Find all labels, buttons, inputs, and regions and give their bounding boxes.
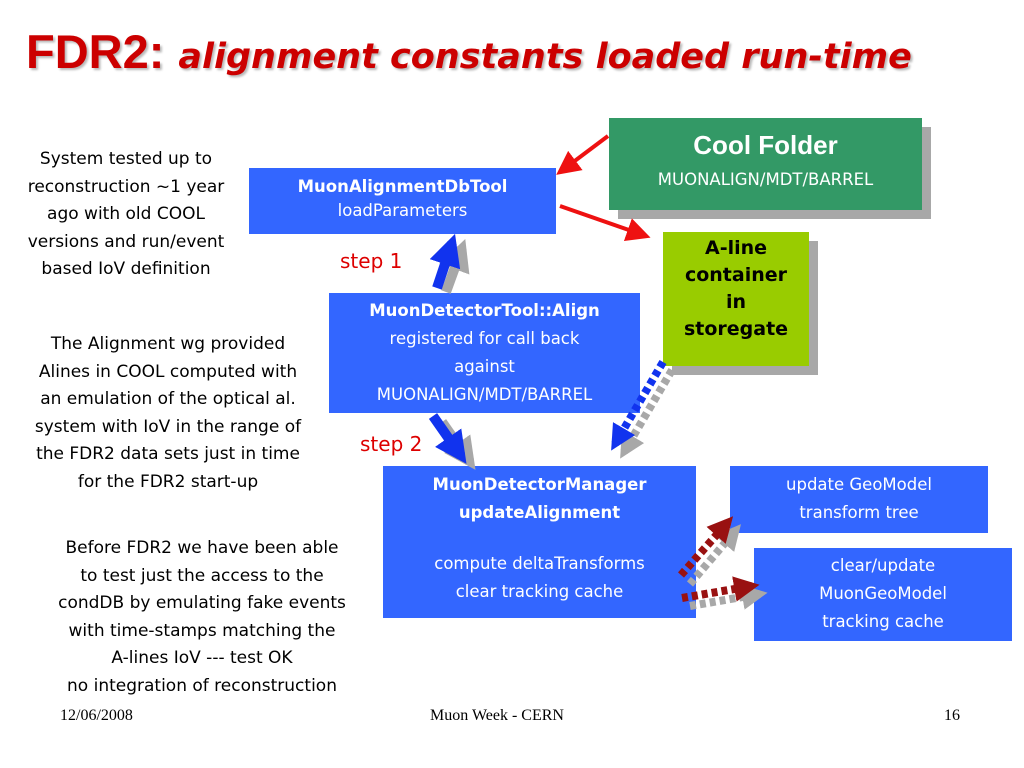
arrow-manager-to-cache-shadow — [689, 584, 768, 610]
box-tracking-line: MuonGeoModel — [819, 584, 947, 603]
arrow-step1 — [429, 233, 461, 290]
arrow-aline-to-manager-shadow — [620, 367, 676, 459]
note-line: condDB by emulating fake events — [58, 593, 346, 613]
box-detector-tool-line: against — [454, 357, 515, 376]
arrow-manager-to-geomodel-shadow — [686, 524, 741, 587]
note-line: versions and run/event — [27, 231, 225, 252]
box-aline-line: A-line — [704, 237, 768, 259]
step-2-label: step 2 — [360, 432, 423, 456]
arrow-manager-to-cache — [681, 576, 760, 602]
note-line: based IoV definition — [41, 259, 211, 279]
box-tracking-cache: clear/update MuonGeoModel tracking cache — [754, 548, 1012, 641]
box-detector-tool-line: MUONALIGN/MDT/BARREL — [376, 385, 593, 404]
box-aline-line: storegate — [683, 318, 789, 340]
box-db-tool-name: MuonAlignmentDbTool — [297, 177, 508, 196]
note-before-fdr2: Before FDR2 we have been able to test ju… — [22, 535, 382, 700]
arrow-manager-to-geomodel — [678, 516, 734, 578]
box-manager-line: clear tracking cache — [455, 582, 624, 601]
note-line: to test just the access to the — [80, 565, 324, 586]
note-alignment-wg: The Alignment wg provided Alines in COOL… — [0, 331, 336, 496]
note-line: The Alignment wg provided — [50, 334, 286, 354]
box-update-geomodel: update GeoModel transform tree — [730, 466, 988, 533]
box-geomodel-line: update GeoModel — [786, 475, 932, 494]
slide-title-subtitle: alignment constants loaded run-time — [178, 37, 912, 77]
box-manager-line: compute deltaTransforms — [434, 554, 645, 573]
arrow-dbtool-to-aline — [559, 204, 651, 242]
box-tracking-line: clear/update — [830, 556, 936, 575]
note-line: System tested up to — [39, 149, 213, 169]
box-db-tool-method: loadParameters — [337, 201, 468, 220]
box-aline-container: A-line container in storegate — [663, 232, 809, 366]
box-detector-tool-line: registered for call back — [389, 329, 580, 348]
note-line: with time-stamps matching the — [68, 620, 336, 641]
slide-title: FDR2: alignment constants loaded run-time — [26, 28, 912, 75]
box-muon-detector-manager: MuonDetectorManager updateAlignment comp… — [383, 466, 696, 618]
note-line: reconstruction ~1 year — [27, 176, 225, 197]
note-line: no integration of reconstruction — [67, 675, 337, 696]
note-line: for the FDR2 start-up — [77, 471, 259, 492]
box-aline-line: container — [684, 264, 788, 286]
note-line: A-lines IoV --- test OK — [111, 648, 293, 668]
box-cool-folder-title: Cool Folder — [693, 130, 838, 160]
arrow-cool-to-dbtool — [556, 134, 610, 175]
box-aline-line: in — [725, 291, 747, 313]
footer-page-number: 16 — [944, 707, 960, 724]
slide-title-main: FDR2: — [26, 25, 165, 78]
box-geomodel-line: transform tree — [799, 503, 919, 522]
box-tracking-line: tracking cache — [822, 612, 944, 631]
arrow-step2 — [428, 413, 467, 464]
box-manager-method: updateAlignment — [458, 503, 621, 522]
note-system-tested: System tested up to reconstruction ~1 ye… — [0, 146, 252, 284]
footer-event: Muon Week - CERN — [430, 707, 564, 724]
note-line: the FDR2 data sets just in time — [36, 444, 300, 464]
box-cool-folder-path: MUONALIGN/MDT/BARREL — [657, 170, 874, 189]
box-manager-name: MuonDetectorManager — [432, 475, 647, 494]
box-detector-tool-name: MuonDetectorTool::Align — [369, 301, 600, 320]
note-line: ago with old COOL — [47, 204, 205, 224]
box-muon-detector-tool: MuonDetectorTool::Align registered for c… — [329, 293, 640, 413]
box-cool-folder: Cool Folder MUONALIGN/MDT/BARREL — [609, 118, 922, 210]
note-line: an emulation of the optical al. — [40, 389, 296, 409]
step-1-label: step 1 — [340, 249, 403, 273]
footer-date: 12/06/2008 — [60, 707, 133, 724]
box-muon-alignment-db-tool: MuonAlignmentDbTool loadParameters — [249, 168, 556, 234]
note-line: Alines in COOL computed with — [38, 361, 298, 382]
note-line: Before FDR2 we have been able — [65, 538, 339, 558]
arrow-aline-to-manager — [611, 359, 667, 451]
note-line: system with IoV in the range of — [34, 416, 302, 437]
